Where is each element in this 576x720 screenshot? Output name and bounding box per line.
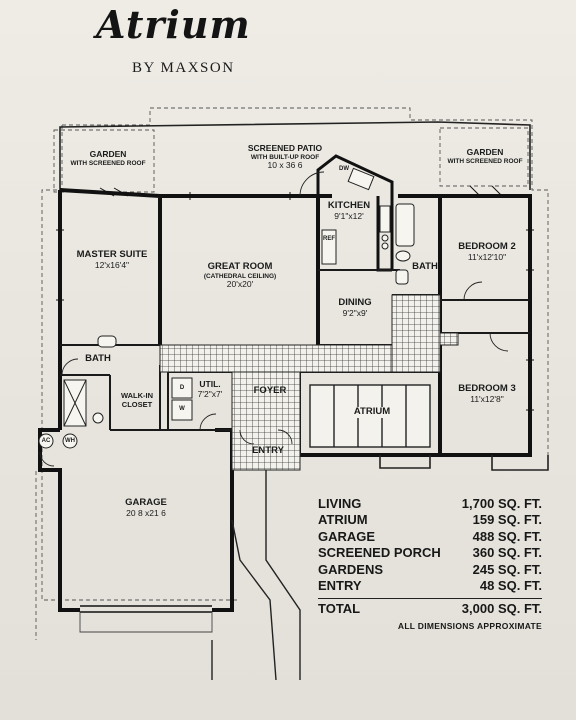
garden-right-label: GARDEN WITH SCREENED ROOF — [440, 147, 530, 165]
bedroom2-size: 11'x12'10" — [467, 251, 507, 262]
screened-patio-label: SCREENED PATIO WITH BUILT-UP ROOF 10 x 3… — [210, 143, 360, 171]
plan-byline: BY MAXSON — [132, 60, 235, 76]
area-value: 48 SQ. FT. — [479, 577, 542, 593]
dining-label: DINING 9'2"x9' — [322, 297, 388, 319]
planters — [379, 455, 549, 471]
area-value: 245 SQ. FT. — [472, 561, 542, 577]
bath-left-label: BATH — [85, 353, 111, 364]
bedroom2-name: BEDROOM 2 — [458, 241, 516, 252]
area-label: ENTRY — [318, 577, 362, 593]
garage-size: 20 8 x21 6 — [126, 507, 166, 518]
garden-right-name: GARDEN — [466, 147, 504, 157]
bedroom3-label: BEDROOM 3 11'x12'8" — [448, 383, 526, 405]
area-row: GARAGE 488 SQ. FT. — [318, 529, 542, 545]
area-total-label: TOTAL — [318, 601, 361, 617]
patio-enclosure — [59, 121, 531, 190]
area-row: ENTRY 48 SQ. FT. — [318, 578, 542, 594]
garden-right-note: WITH SCREENED ROOF — [447, 157, 523, 165]
exterior-walls — [38, 188, 532, 612]
garden-left-name: GARDEN — [89, 149, 127, 159]
bath-fixtures — [63, 203, 415, 427]
screened-patio-size: 10 x 36 6 — [267, 160, 303, 171]
garden-left-note: WITH SCREENED ROOF — [70, 159, 146, 167]
dw-label: DW — [339, 166, 349, 172]
area-value: 360 SQ. FT. — [472, 545, 542, 561]
dryer-label: D — [179, 385, 185, 391]
ref-label: REF — [323, 236, 335, 242]
atrium-panels — [309, 384, 431, 448]
kitchen-size: 9'1"x12' — [334, 210, 364, 221]
area-value: 488 SQ. FT. — [472, 528, 542, 544]
area-row: ATRIUM 159 SQ. FT. — [318, 512, 542, 528]
area-label: GARAGE — [318, 528, 376, 544]
door-swings — [39, 171, 509, 467]
dining-size: 9'2"x9' — [342, 307, 368, 318]
garden-left-label: GARDEN WITH SCREENED ROOF — [66, 149, 150, 167]
util-name: UTIL. — [199, 379, 221, 389]
area-row: LIVING 1,700 SQ. FT. — [318, 496, 542, 512]
area-value: 159 SQ. FT. — [472, 512, 542, 528]
entry-label: ENTRY — [252, 445, 284, 456]
great-room-name: GREAT ROOM — [207, 261, 273, 272]
great-room-size: 20'x20' — [226, 279, 254, 290]
area-label: GARDENS — [318, 561, 384, 577]
screened-patio-name: SCREENED PATIO — [247, 143, 323, 153]
screened-patio-note: WITH BUILT-UP ROOF — [250, 153, 320, 161]
master-suite-size: 12'x16'4" — [94, 259, 130, 270]
area-row: SCREENED PORCH 360 SQ. FT. — [318, 545, 542, 561]
master-suite-name: MASTER SUITE — [76, 249, 148, 260]
atrium-label: ATRIUM — [340, 406, 404, 418]
walk-in-closet-label: WALK-IN CLOSET — [120, 391, 154, 409]
bedroom3-name: BEDROOM 3 — [458, 383, 516, 394]
bedroom2-label: BEDROOM 2 11'x12'10" — [448, 241, 526, 263]
laundry-fixtures — [38, 377, 193, 449]
area-total-value: 3,000 SQ. FT. — [461, 601, 542, 617]
walkway — [211, 470, 301, 681]
area-value: 1,700 SQ. FT. — [461, 496, 542, 511]
kitchen-fixtures — [321, 167, 391, 265]
windows — [56, 185, 534, 411]
area-total-row: TOTAL 3,000 SQ. FT. — [318, 598, 542, 617]
area-row: GARDENS 245 SQ. FT. — [318, 562, 542, 578]
area-label: LIVING — [318, 496, 362, 511]
area-table: LIVING 1,700 SQ. FT. ATRIUM 159 SQ. FT. GA… — [318, 496, 542, 631]
dimensions-note: ALL DIMENSIONS APPROXIMATE — [397, 620, 542, 631]
bath-right-label: BATH — [412, 261, 438, 272]
area-label: SCREENED PORCH — [318, 545, 441, 561]
master-suite-label: MASTER SUITE 12'x16'4" — [70, 249, 154, 271]
great-room-label: GREAT ROOM (CATHEDRAL CEILING) 20'x20' — [180, 261, 300, 290]
foyer-label: FOYER — [253, 385, 287, 396]
great-room-note: (CATHEDRAL CEILING) — [203, 272, 277, 280]
wh-label: WH — [65, 438, 75, 444]
plan-title: Atrium — [96, 2, 251, 47]
garage-label: GARAGE 20 8 x21 6 — [100, 497, 192, 519]
kitchen-label: KITCHEN 9'1"x12' — [320, 200, 378, 222]
garage-name: GARAGE — [125, 497, 167, 508]
area-label: ATRIUM — [318, 512, 368, 528]
util-size: 7'2"x7' — [197, 388, 223, 399]
bedroom3-size: 11'x12'8" — [470, 393, 504, 404]
washer-label: W — [179, 406, 185, 412]
kitchen-name: KITCHEN — [327, 200, 371, 211]
garage-door — [79, 605, 213, 633]
util-label: UTIL. 7'2"x7' — [188, 379, 232, 400]
area-rows: LIVING 1,700 SQ. FT. ATRIUM 159 SQ. FT. GA… — [318, 496, 542, 594]
ac-label: AC — [41, 438, 51, 444]
tiled-floor — [159, 294, 459, 471]
dining-name: DINING — [338, 297, 372, 308]
